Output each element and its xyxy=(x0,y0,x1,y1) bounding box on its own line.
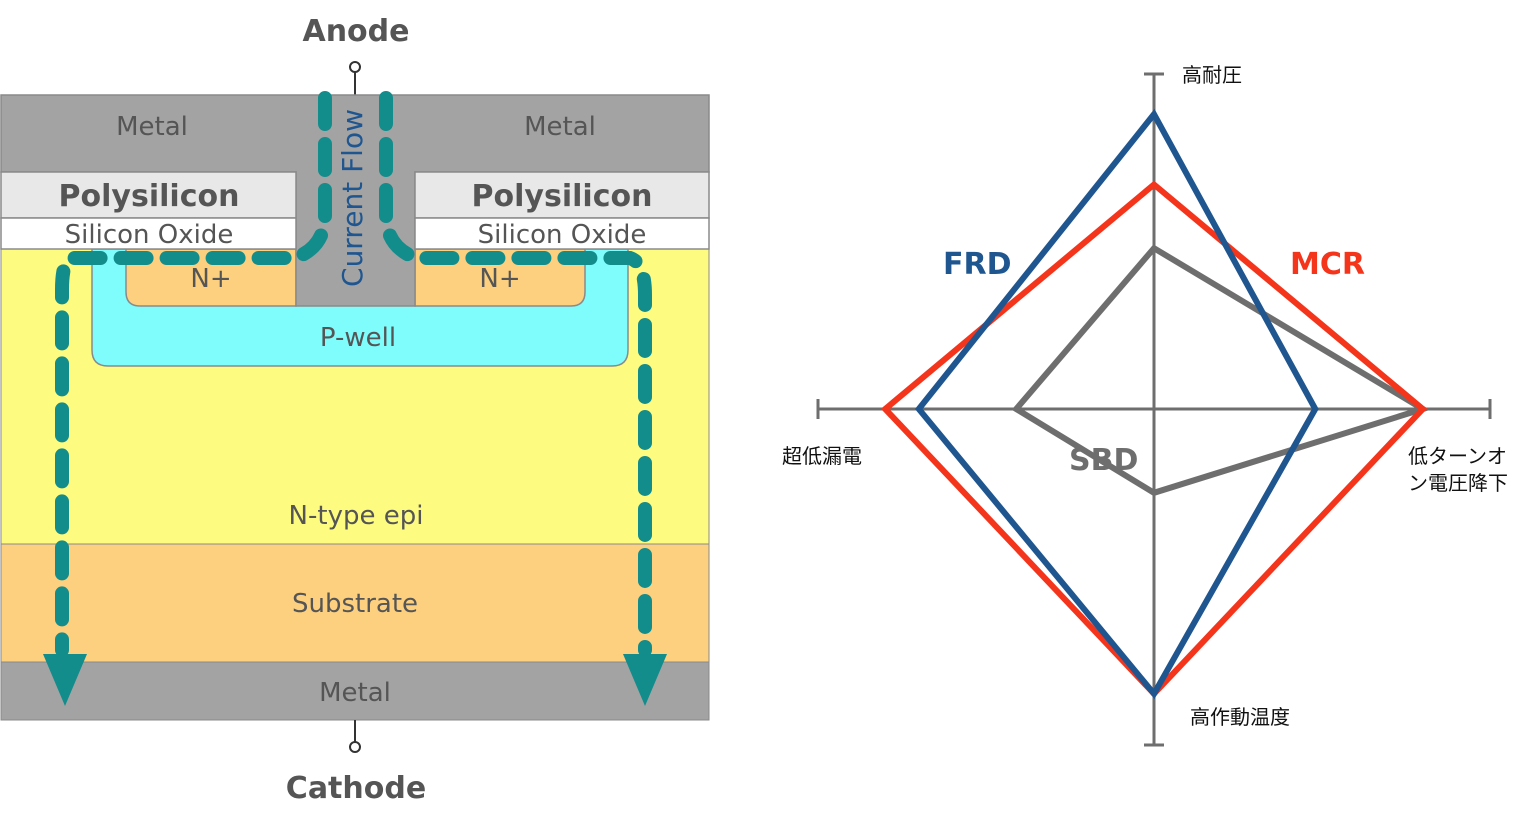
poly-left-label: Polysilicon xyxy=(59,179,240,214)
device-cross-section: Anode Metal Metal Polysilicon Polysilico… xyxy=(0,14,710,806)
substrate-label: Substrate xyxy=(292,589,418,619)
substrate-layer xyxy=(0,543,710,663)
metal-left-label: Metal xyxy=(116,112,188,142)
axis-label-low-turn-on-line2: ン電圧降下 xyxy=(1408,471,1508,495)
oxide-left-label: Silicon Oxide xyxy=(65,220,234,250)
anode-label: Anode xyxy=(302,14,409,49)
poly-right-layer xyxy=(414,171,710,219)
axis-label-low-turn-on-line1: 低ターンオ xyxy=(1408,444,1507,468)
poly-left-layer xyxy=(0,171,297,219)
pwell-label: P-well xyxy=(320,323,396,353)
anode-terminal xyxy=(349,61,361,73)
radar-series-group xyxy=(880,108,1431,700)
radar-series-frd xyxy=(914,108,1319,700)
oxide-left-layer xyxy=(0,217,297,250)
current-flow-left-path xyxy=(55,91,332,657)
radar-chart: 高耐圧 低ターンオ ン電圧降下 高作動温度 超低漏電 FRD MCR SBD xyxy=(782,63,1508,747)
series-label-sbd: SBD xyxy=(1069,443,1138,478)
radar-series-sbd xyxy=(1011,244,1431,497)
cathode-terminal xyxy=(349,741,361,753)
metal-bottom-label: Metal xyxy=(319,678,391,708)
metal-right-label: Metal xyxy=(524,112,596,142)
axis-label-high-temperature: 高作動温度 xyxy=(1190,705,1290,729)
current-flow-left-arrowhead xyxy=(43,654,87,706)
axis-label-high-voltage: 高耐圧 xyxy=(1182,63,1242,87)
epi-label: N-type epi xyxy=(289,501,424,531)
oxide-right-layer xyxy=(414,217,710,250)
nplus-right-label: N+ xyxy=(479,264,520,294)
cathode-label: Cathode xyxy=(286,771,426,806)
current-flow-label: Current Flow xyxy=(336,109,369,287)
oxide-right-label: Silicon Oxide xyxy=(478,220,647,250)
series-label-frd: FRD xyxy=(943,247,1012,282)
current-flow-right-path xyxy=(379,91,652,657)
current-flow-arrows xyxy=(55,91,652,657)
poly-right-label: Polysilicon xyxy=(472,179,653,214)
series-label-mcr: MCR xyxy=(1290,247,1365,282)
nplus-left-label: N+ xyxy=(190,264,231,294)
axis-label-ultra-low-leakage: 超低漏電 xyxy=(782,444,862,468)
current-flow-right-arrowhead xyxy=(623,654,667,706)
